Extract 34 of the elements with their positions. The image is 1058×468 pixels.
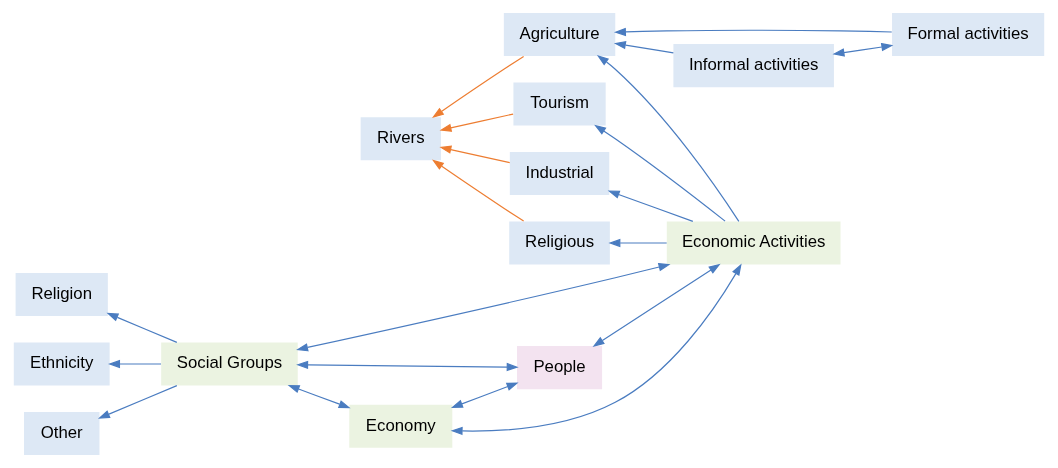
node-box: Religious [509,221,610,265]
node-box: Agriculture [503,12,616,57]
arrow [450,382,519,408]
arrow [106,312,178,343]
node-box: Formal activities [892,12,1045,57]
arrow [607,190,694,222]
node-box: Economic Activities [666,221,841,265]
arrow [596,55,740,222]
arrow [613,27,893,37]
arrow [594,124,726,222]
arrow [439,145,511,164]
arrow [287,385,351,409]
arrow [439,113,514,132]
node-box: Other [24,411,100,456]
node-box: Tourism [513,82,606,126]
node-box: Industrial [509,151,610,196]
arrow [613,40,674,54]
arrow [592,263,721,347]
arrow [97,385,178,419]
node-box: Ethnicity [13,342,110,386]
node-box: People [517,346,603,390]
arrow [450,263,742,436]
arrow [108,359,162,369]
node-box: Religion [15,272,108,317]
arrow [431,159,525,222]
arrow [832,42,894,57]
arrow [431,55,525,118]
node-box: Rivers [360,117,441,161]
arrow [296,360,519,372]
arrow [296,262,671,352]
node-box: Social Groups [161,342,298,386]
node-box: Informal activities [673,44,834,88]
node-box: Economy [349,404,453,448]
arrow [608,238,668,248]
